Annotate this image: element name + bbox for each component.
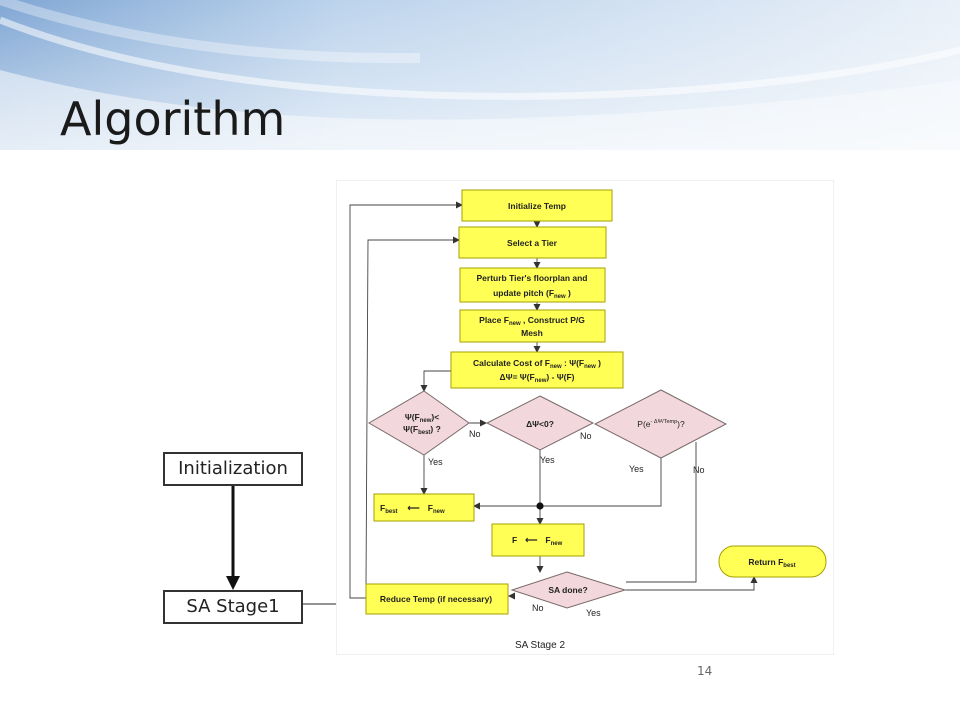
svg-text:ΔΨ= Ψ(Fnew) - Ψ(F): ΔΨ= Ψ(Fnew) - Ψ(F) (499, 372, 574, 384)
f-assign-box: F⟵Fnew (491, 523, 585, 557)
diamond-sa-done: SA done? (510, 571, 627, 609)
label-yes-1: Yes (428, 457, 443, 467)
svg-text:SA done?: SA done? (548, 585, 587, 595)
sa-stage1-box: SA Stage1 (163, 590, 303, 624)
arrow-head (226, 576, 240, 590)
label-no-2: No (580, 431, 592, 441)
perturb-box: Perturb Tier's floorplan and update pitc… (459, 267, 606, 303)
svg-text:ΔΨ<0?: ΔΨ<0? (526, 419, 554, 429)
calculate-cost-box: Calculate Cost of Fnew : Ψ(Fnew ) ΔΨ= Ψ(… (450, 351, 624, 389)
diamond-delta-negative: ΔΨ<0? (485, 395, 595, 451)
label-yes-3: Yes (629, 464, 644, 474)
label-yes-4: Yes (586, 608, 601, 618)
svg-text:Initialize Temp: Initialize Temp (508, 201, 566, 211)
svg-text:Fbest⟵Fnew: Fbest⟵Fnew (380, 503, 445, 515)
fbest-assign-box: Fbest⟵Fnew (373, 493, 475, 522)
flowchart-caption: SA Stage 2 (515, 640, 565, 651)
slide-title: Algorithm (60, 92, 286, 146)
label-no-4: No (532, 603, 544, 613)
place-mesh-box: Place Fnew , Construct P/G Mesh (459, 309, 606, 343)
label-no-1: No (469, 429, 481, 439)
initialization-box: Initialization (163, 452, 303, 486)
svg-text:Ψ(Fbest) ?: Ψ(Fbest) ? (403, 424, 441, 436)
sa-stage2-flowchart: Initialize Temp Select a Tier Perturb Ti… (336, 180, 834, 655)
svg-text:Ψ(Fnew)<: Ψ(Fnew)< (405, 412, 439, 424)
svg-text:Perturb Tier's floorplan and: Perturb Tier's floorplan and (477, 273, 588, 283)
diamond-probability: P(e- ΔΨ/Temp)? (593, 389, 728, 459)
svg-text:Reduce Temp (if necessary): Reduce Temp (if necessary) (380, 594, 492, 604)
label-no-3: No (693, 465, 705, 475)
svg-text:Mesh: Mesh (521, 328, 543, 338)
page-number: 14 (697, 664, 713, 678)
initialize-temp-box: Initialize Temp (461, 189, 613, 222)
title-banner (0, 0, 960, 150)
svg-text:Select a Tier: Select a Tier (507, 238, 558, 248)
svg-text:update pitch (Fnew ): update pitch (Fnew ) (493, 288, 571, 300)
label-yes-2: Yes (540, 455, 555, 465)
select-tier-box: Select a Tier (458, 226, 607, 259)
svg-text:Place Fnew , Construct P/G: Place Fnew , Construct P/G (479, 315, 585, 327)
diamond-cost-better: Ψ(Fnew)< Ψ(Fbest) ? (368, 390, 470, 456)
reduce-temp-box: Reduce Temp (if necessary) (365, 583, 509, 615)
svg-text:F⟵Fnew: F⟵Fnew (512, 535, 563, 547)
svg-text:Return Fbest: Return Fbest (748, 557, 795, 569)
svg-text:Calculate Cost of Fnew : Ψ(F: Calculate Cost of Fnew : Ψ(Fnew ) (473, 358, 601, 370)
return-fbest-box: Return Fbest (718, 545, 827, 578)
svg-text:P(e- ΔΨ/Temp)?: P(e- ΔΨ/Temp)? (637, 419, 685, 429)
